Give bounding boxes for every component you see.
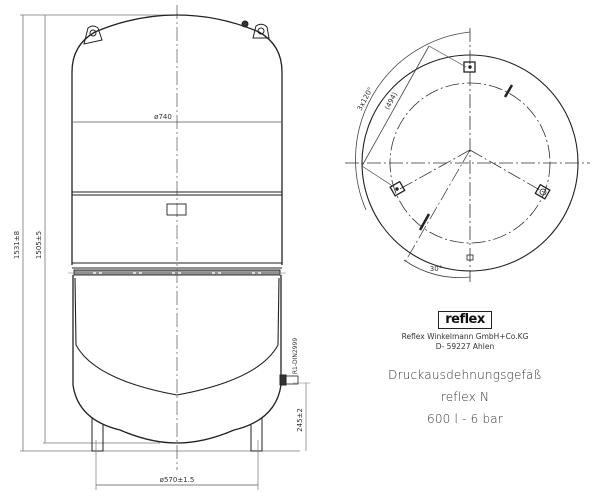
- dim-foot-angle: 3x120°: [356, 86, 375, 112]
- product-type: Druckausdehnungsgefäß: [388, 368, 542, 382]
- company-address: D- 59227 Ahlen: [435, 342, 495, 351]
- product-spec: 600 l - 6 bar: [427, 412, 503, 426]
- dim-overall-height: 1531±8: [13, 231, 21, 259]
- dim-connection-height: 245±2: [296, 408, 304, 432]
- dim-foot-circle: ø570±1.5: [160, 476, 195, 484]
- title-block: reflex Reflex Winkelmann GmbH+Co.KG D- 5…: [370, 308, 560, 430]
- company-name: Reflex Winkelmann GmbH+Co.KG: [401, 332, 529, 341]
- product-model: reflex N: [440, 390, 490, 404]
- front-view: [20, 5, 310, 490]
- reflex-logo: reflex: [438, 311, 492, 329]
- top-view: [345, 28, 590, 282]
- dim-connection-label: R1-DIN2999: [292, 338, 299, 374]
- dim-offset-angle: 30°: [430, 265, 442, 273]
- dim-foot-distance: (494): [383, 91, 399, 112]
- dim-diameter: ø740: [154, 113, 172, 121]
- dim-body-height: 1505±5: [35, 231, 43, 259]
